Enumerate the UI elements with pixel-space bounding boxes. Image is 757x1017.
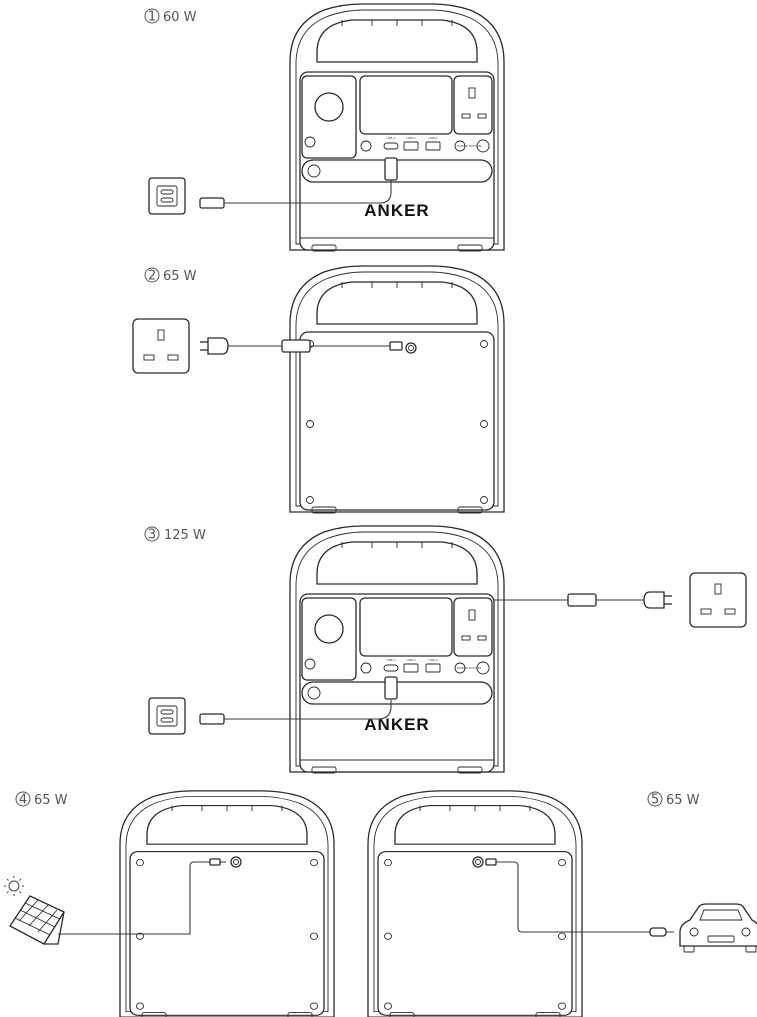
item-1-number: 1 [148, 10, 156, 25]
usb-c-label-3: USB-C [386, 658, 395, 662]
item-4-power: 65 W [34, 793, 68, 808]
usb-a-label: USB-A [406, 136, 416, 140]
item-5-power: 65 W [666, 793, 700, 808]
item-3-label: 3 125 W [144, 526, 206, 543]
car-charger-icon [649, 927, 674, 937]
item-2-power: 65 W [163, 269, 197, 284]
item-1: 1 60 W ANKER USB-C USB-A USB-A POWER BUT… [144, 3, 505, 252]
item-2-label: 2 65 W [144, 267, 197, 284]
item-1-power: 60 W [163, 10, 197, 25]
item-4-label: 4 65 W [15, 791, 68, 808]
item-2: 2 65 W [132, 265, 505, 514]
brand-logo-3: ANKER [364, 715, 429, 734]
usb-a-label-3: USB-A [406, 658, 416, 662]
power-station-front-1: ANKER USB-C USB-A USB-A POWER BUTTON [289, 3, 505, 252]
usb-c-cable-3 [199, 676, 398, 725]
sun-icon [4, 876, 24, 896]
power-station-back-4 [119, 790, 335, 1017]
ac-wall-outlet-icon [132, 318, 190, 374]
usb-a-label-2: USB-A [428, 136, 438, 140]
ac-adapter-cable-3 [494, 593, 644, 607]
car-icon [679, 903, 757, 953]
item-3-power: 125 W [164, 528, 206, 543]
usb-c-cable [199, 157, 398, 209]
dc-input-port-icon [405, 342, 417, 354]
item-4: 4 65 W [4, 790, 335, 1017]
usb-c-wall-adapter-icon-3 [148, 697, 186, 735]
solar-panel-icon [9, 895, 65, 945]
power-station-front-3: ANKER USB-C USB-A USB-A POWER BUTTON [289, 525, 505, 774]
ac-plug-icon-3 [643, 591, 673, 609]
power-button-label: POWER BUTTON [457, 144, 482, 148]
dc-input-port-icon-5 [472, 856, 484, 868]
usb-c-wall-adapter-icon [148, 177, 186, 215]
power-station-back-2 [289, 265, 505, 514]
item-1-label: 1 60 W [144, 8, 197, 25]
item-5-label: 5 65 W [647, 791, 700, 808]
ac-adapter-cable [228, 339, 403, 353]
power-button-label-3: POWER BUTTON [457, 666, 482, 670]
ac-wall-outlet-icon-3 [689, 572, 747, 628]
dc-input-port-icon-4 [230, 856, 242, 868]
usb-c-label: USB-C [386, 136, 395, 140]
power-station-back-5 [367, 790, 583, 1017]
car-charger-cable [496, 861, 650, 933]
usb-a-label-3b: USB-A [428, 658, 438, 662]
item-5-number: 5 [651, 793, 659, 808]
solar-cable [58, 861, 226, 935]
brand-logo: ANKER [364, 201, 429, 220]
item-2-number: 2 [148, 269, 156, 284]
item-4-number: 4 [19, 793, 27, 808]
item-3-number: 3 [148, 528, 156, 543]
item-5: 5 65 W [367, 790, 757, 1017]
item-3: 3 125 W ANKER USB-C USB-A USB-A POWER BU… [144, 525, 747, 774]
ac-plug-icon [199, 337, 229, 355]
